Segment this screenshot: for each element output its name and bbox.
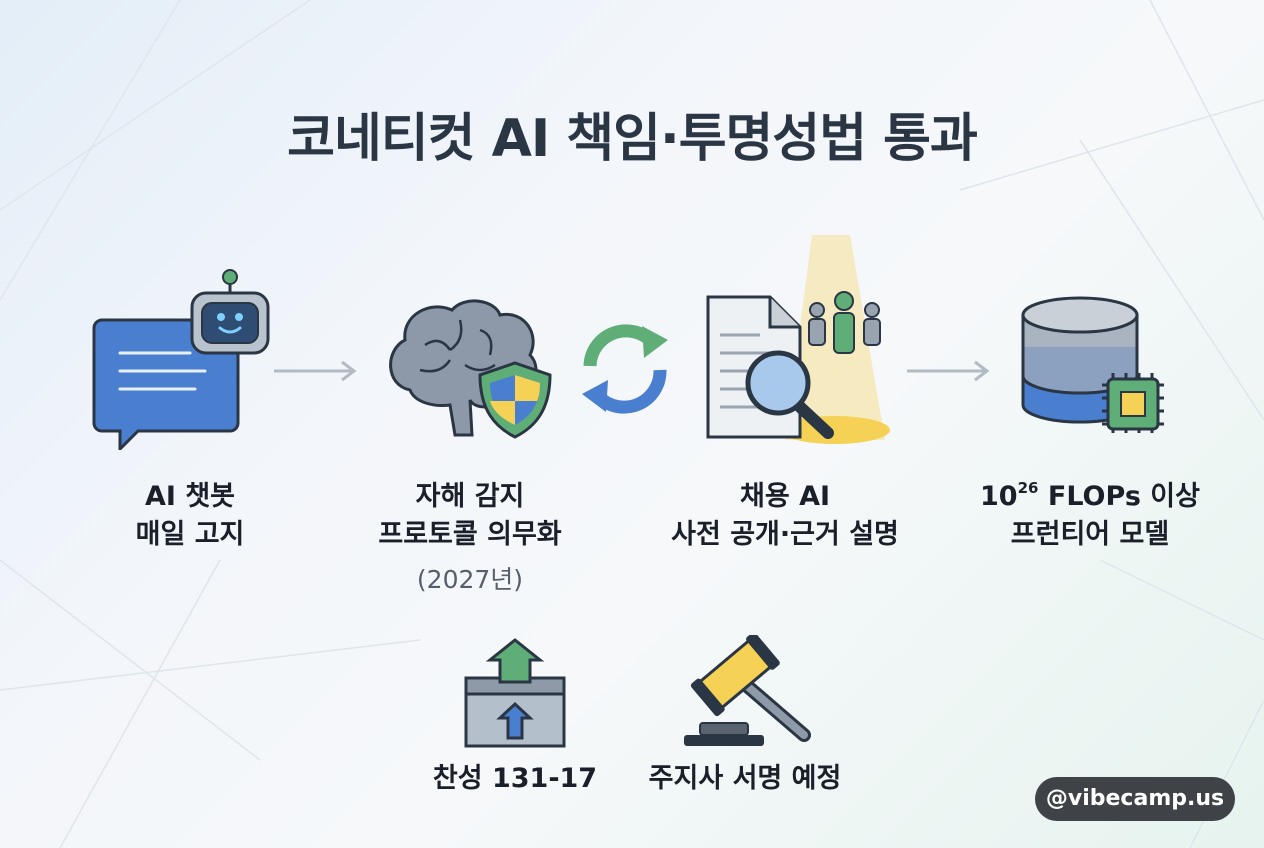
watermark-badge: @vibecamp.us (1035, 777, 1235, 821)
item-hiring-ai-label: 채용 AI 사전 공개·근거 설명 (671, 481, 899, 550)
item-self-harm-year: (2027년) (416, 565, 524, 594)
item-self-harm-label: 자해 감지 프로토콜 의무화 (378, 481, 562, 550)
chatbot-icon (92, 269, 270, 450)
vote-result-label: 찬성 131-17 (432, 763, 598, 794)
document-search-icon (706, 235, 890, 444)
arrow-icon (907, 360, 990, 382)
ballot-box-icon (464, 638, 566, 748)
item-chatbot-label: AI 챗봇 매일 고지 (135, 481, 245, 550)
gavel-icon (684, 635, 811, 746)
arrow-icon (274, 360, 357, 382)
item-frontier-model-label: 1026 FLOPs 이상 프런티어 모델 (980, 479, 1200, 551)
governor-signature-label: 주지사 서명 예정 (648, 763, 842, 794)
cycle-arrows-icon (582, 324, 668, 414)
brain-shield-icon (389, 299, 552, 439)
database-chip-icon (1021, 296, 1164, 433)
page-title: 코네티컷 AI 책임·투명성법 통과 (287, 109, 978, 169)
